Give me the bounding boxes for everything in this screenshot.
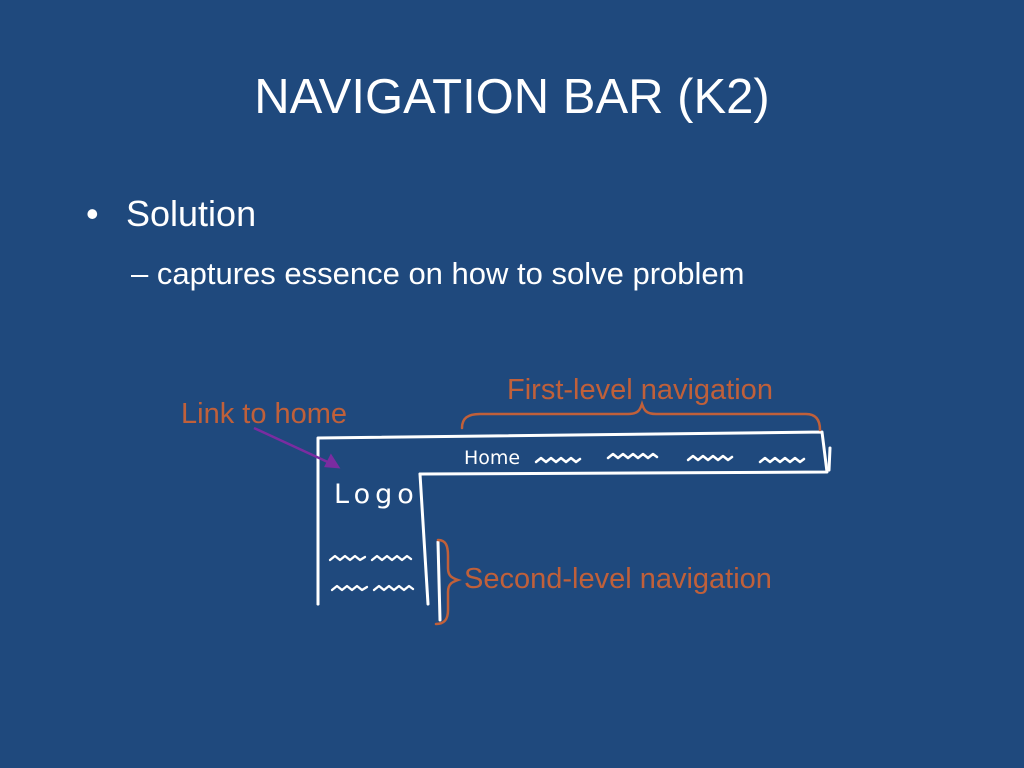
first-level-brace <box>460 400 822 432</box>
bullet-marker: • <box>86 193 99 234</box>
second-level-navigation-label: Second-level navigation <box>464 563 772 595</box>
sidebar-item-squiggle-1 <box>328 554 367 562</box>
home-link-sketch: Home <box>464 447 521 469</box>
nav-item-squiggle-2 <box>606 452 659 460</box>
sub-bullet-text: – captures essence on how to solve probl… <box>131 256 745 291</box>
sidebar-item-squiggle-3 <box>330 584 369 592</box>
sidebar-item-squiggle-2 <box>370 554 413 562</box>
bullet-text: Solution <box>126 193 257 234</box>
topbar-end-tick <box>827 446 832 472</box>
nav-item-squiggle-4 <box>758 456 806 464</box>
slide-title: NAVIGATION BAR (K2) <box>254 70 770 124</box>
first-level-navigation-label: First-level navigation <box>507 374 773 406</box>
bullet-item: • Solution <box>86 190 256 238</box>
sidebar-item-squiggle-4 <box>372 584 415 592</box>
link-to-home-label: Link to home <box>181 398 348 430</box>
nav-item-squiggle-1 <box>534 456 582 464</box>
second-level-brace <box>434 538 462 626</box>
nav-item-squiggle-3 <box>686 454 734 462</box>
sidebar-outline <box>316 472 430 606</box>
topbar-outline <box>316 430 829 606</box>
link-arrow <box>253 426 341 469</box>
sidebar-right-vertical <box>436 540 442 622</box>
logo-sketch: Logo <box>334 479 419 510</box>
